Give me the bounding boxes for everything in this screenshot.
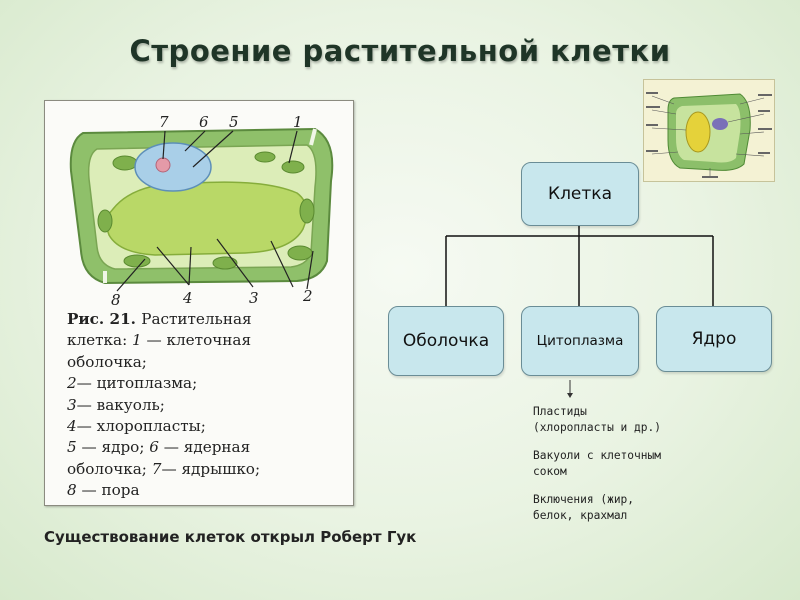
node-cytoplasm: Цитоплазма <box>521 306 639 376</box>
caption-text: оболочка; <box>67 352 147 371</box>
callout-8: 8 <box>111 291 121 309</box>
chloroplast <box>97 209 113 233</box>
caption-text: — клеточная <box>141 331 252 350</box>
caption-text: — ядрышко; <box>161 459 261 478</box>
list-item: Пластиды (хлоропласты и др.) <box>533 405 661 434</box>
callout-3: 3 <box>249 289 259 307</box>
caption-number: 5 <box>67 438 77 457</box>
caption-text: — ядро; <box>76 438 150 457</box>
cytoplasm-contents-list: Пластиды (хлоропласты и др.) Вакуоли с к… <box>533 404 753 536</box>
caption-text: — пора <box>76 481 140 500</box>
caption-text: клетка: <box>67 331 133 350</box>
callout-7: 7 <box>159 113 169 131</box>
callout-5: 5 <box>229 113 239 131</box>
down-arrow-icon <box>567 380 573 398</box>
page-title: Строение растительной клетки <box>129 34 671 68</box>
caption-number: 3 <box>67 395 77 414</box>
caption-text: Растительная <box>141 310 252 328</box>
caption-number: 8 <box>67 481 77 500</box>
caption-number: 6 <box>149 438 159 457</box>
caption-text: — цитоплазма; <box>76 374 198 393</box>
chloroplast <box>212 256 238 270</box>
chloroplast <box>254 151 276 163</box>
nucleus <box>134 142 212 192</box>
cell-figure-panel: 7 6 5 1 8 4 3 2 Рис. 21. Растительная кл… <box>44 100 354 506</box>
figure-caption: Рис. 21. Растительная клетка: 1 — клеточ… <box>67 309 347 502</box>
callout-2: 2 <box>302 287 313 305</box>
caption-text: — хлоропласты; <box>76 417 206 436</box>
caption-number: 7 <box>151 459 162 478</box>
footer-note: Существование клеток открыл Роберт Гук <box>44 528 417 546</box>
caption-text: оболочка; <box>67 459 152 478</box>
callout-4: 4 <box>182 289 193 307</box>
chloroplast <box>299 198 315 224</box>
pore <box>309 128 317 146</box>
caption-heading: Рис. 21. <box>67 310 142 328</box>
callout-1: 1 <box>293 113 303 131</box>
callout-leaders <box>116 130 314 292</box>
caption-text: — вакуоль; <box>76 395 165 414</box>
node-nucleus: Ядро <box>656 306 772 372</box>
plant-cell-illustration: 7 6 5 1 8 4 3 2 <box>69 113 334 309</box>
caption-number: 1 <box>132 331 142 350</box>
list-item: Включения (жир, белок, крахмал <box>533 493 635 522</box>
caption-text: — ядерная <box>158 438 251 457</box>
chloroplast <box>281 160 305 174</box>
list-item: Вакуоли с клеточным соком <box>533 449 661 478</box>
node-cell: Клетка <box>521 162 639 226</box>
chloroplast <box>287 245 313 261</box>
node-membrane: Оболочка <box>388 306 504 376</box>
caption-number: 4 <box>67 417 77 436</box>
caption-number: 2 <box>67 374 77 393</box>
cell-thumbnail-image <box>643 79 775 182</box>
callout-6: 6 <box>199 113 209 131</box>
chloroplast <box>123 254 151 268</box>
